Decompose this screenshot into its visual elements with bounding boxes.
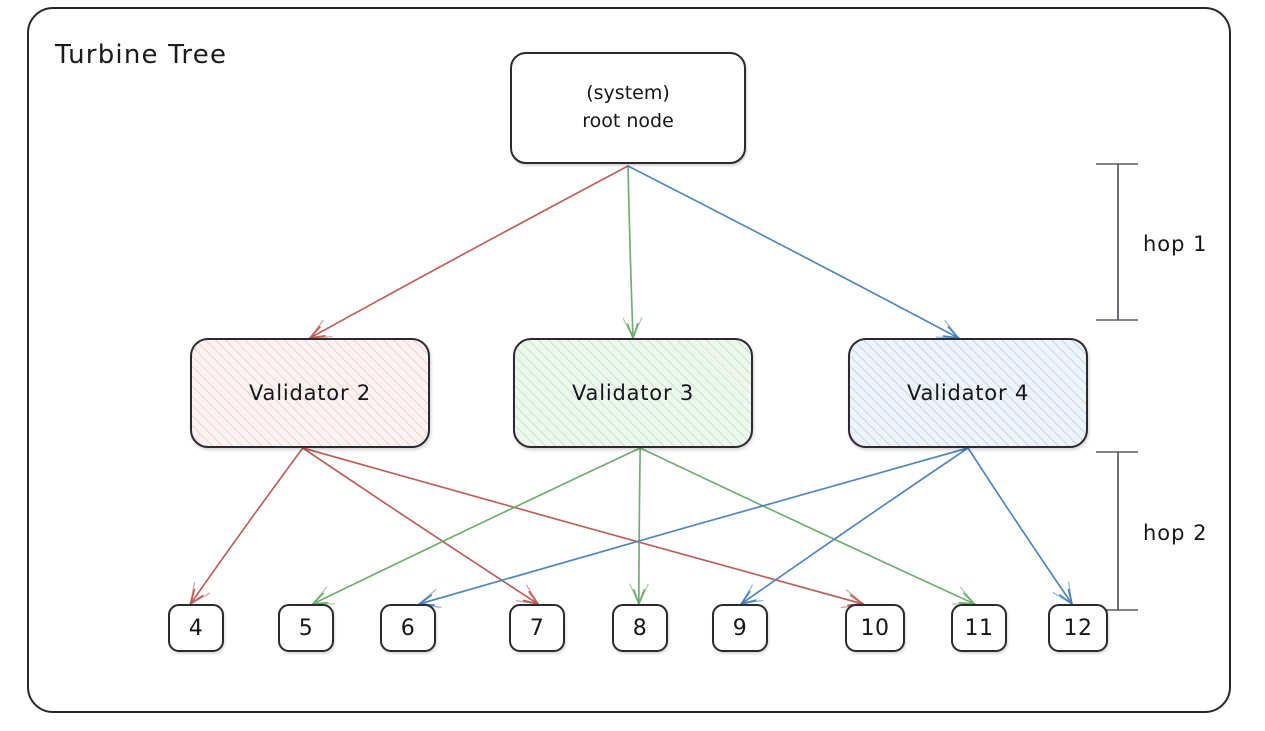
node-leaf-8[interactable]: 8 <box>612 604 668 652</box>
leaf-label: 6 <box>400 615 416 641</box>
node-root[interactable]: (system) root node <box>510 52 746 164</box>
node-leaf-4[interactable]: 4 <box>168 604 224 652</box>
node-leaf-6[interactable]: 6 <box>380 604 436 652</box>
hop-label-2: hop 2 <box>1143 521 1208 545</box>
page-title: Turbine Tree <box>55 40 228 70</box>
diagram-frame <box>27 7 1231 713</box>
leaf-label: 12 <box>1063 615 1093 641</box>
node-leaf-10[interactable]: 10 <box>845 604 905 652</box>
leaf-label: 8 <box>632 615 648 641</box>
node-validator-3[interactable]: Validator 3 <box>513 338 753 448</box>
node-validator-4[interactable]: Validator 4 <box>848 338 1088 448</box>
validator-label: Validator 3 <box>571 381 695 405</box>
validator-label: Validator 4 <box>906 381 1030 405</box>
leaf-label: 5 <box>298 615 314 641</box>
hop-label-1: hop 1 <box>1143 232 1208 256</box>
leaf-label: 4 <box>188 615 204 641</box>
leaf-label: 9 <box>732 615 748 641</box>
node-leaf-11[interactable]: 11 <box>951 604 1007 652</box>
root-line-2: root node <box>582 110 674 132</box>
node-validator-2[interactable]: Validator 2 <box>190 338 430 448</box>
node-leaf-12[interactable]: 12 <box>1048 604 1108 652</box>
leaf-label: 7 <box>529 615 545 641</box>
root-line-1: (system) <box>586 82 670 105</box>
node-leaf-7[interactable]: 7 <box>509 604 565 652</box>
validator-label: Validator 2 <box>248 381 372 405</box>
node-leaf-5[interactable]: 5 <box>278 604 334 652</box>
leaf-label: 11 <box>964 615 994 641</box>
leaf-label: 10 <box>860 615 890 641</box>
node-leaf-9[interactable]: 9 <box>712 604 768 652</box>
